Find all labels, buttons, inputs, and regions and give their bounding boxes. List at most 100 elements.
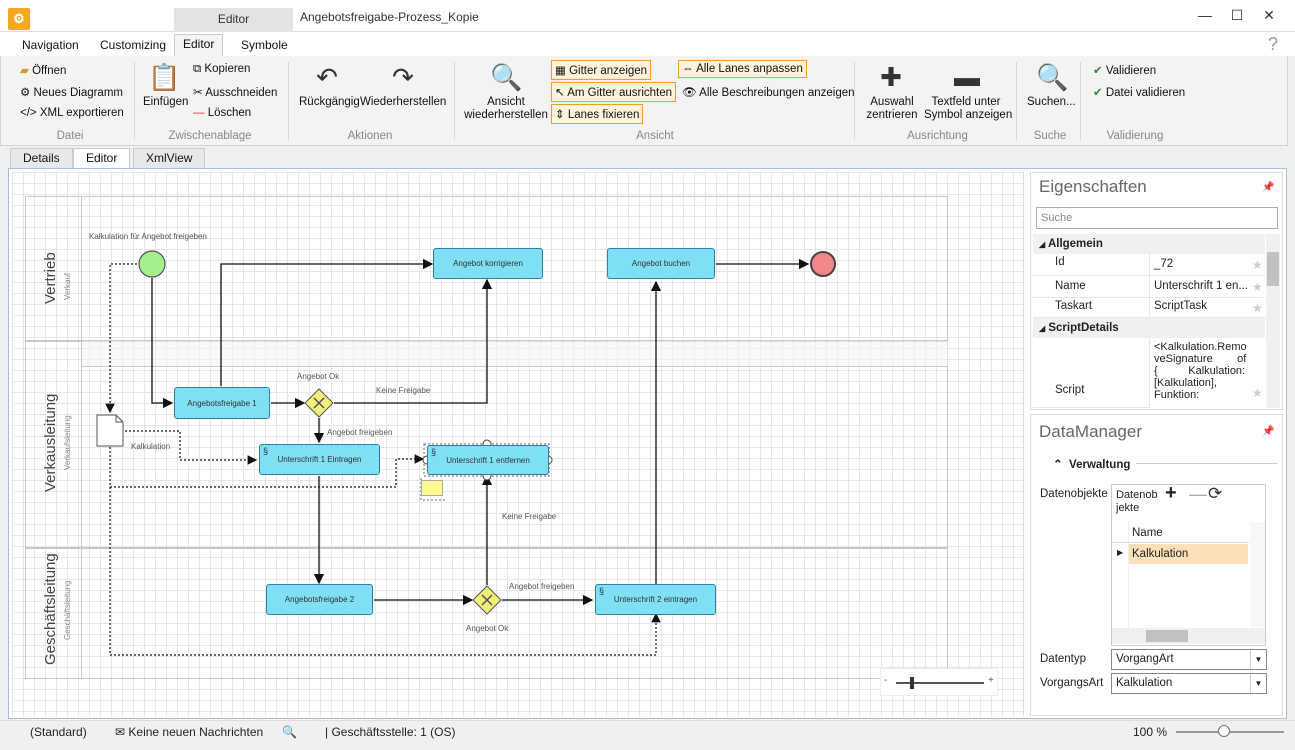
connections-layer <box>96 250 836 656</box>
grid-column-name[interactable]: Name <box>1132 527 1163 539</box>
remove-icon[interactable]: — <box>1189 484 1207 504</box>
branch-status: | Geschäftsstelle: 1 (OS) <box>325 725 456 739</box>
messages-status[interactable]: ✉ Keine neuen Nachrichten <box>115 725 264 739</box>
minimize-icon[interactable]: — <box>1198 7 1212 23</box>
show-descriptions-button[interactable]: 👁 Alle Beschreibungen anzeigen <box>682 87 855 99</box>
undo-button[interactable]: Rückgängig <box>299 96 360 108</box>
add-icon[interactable]: + <box>1165 482 1177 504</box>
pin-icon[interactable]: 📌 <box>1262 182 1275 193</box>
star-icon[interactable]: ★ <box>1252 386 1263 400</box>
tab-xmlview[interactable]: XmlView <box>133 148 206 169</box>
copy-button[interactable]: ⧉ Kopieren <box>193 63 251 75</box>
folder-icon: ▰ <box>20 65 29 77</box>
flow-line <box>334 278 493 404</box>
flow-label: Keine Freigabe <box>376 386 431 395</box>
task-angebot-korrigieren[interactable]: Angebot korrigieren <box>433 248 543 279</box>
search-icon: 🔍 <box>1036 62 1069 92</box>
properties-scrollbar-thumb[interactable] <box>1267 252 1279 286</box>
star-icon[interactable]: ★ <box>1252 258 1263 272</box>
ribbon-separator <box>134 62 135 140</box>
zoom-level: 100 % <box>1133 725 1168 739</box>
flow-label: Keine Freigabe <box>502 512 557 521</box>
new-diagram-button[interactable]: ⚙ Neues Diagramm <box>20 87 123 99</box>
property-key: Id <box>1033 254 1149 276</box>
tab-navigation[interactable]: Navigation <box>22 38 79 52</box>
show-grid-toggle[interactable]: ▦ Gitter anzeigen <box>551 60 652 80</box>
task-unterschrift-2-eintragen[interactable]: §Unterschrift 2 eintragen <box>595 584 716 615</box>
grid-hscrollbar-thumb[interactable] <box>1146 630 1188 642</box>
task-angebotsfreigabe-2[interactable]: Angebotsfreigabe 2 <box>266 584 373 615</box>
delete-icon: — <box>193 107 205 119</box>
validate-button[interactable]: ✔ Validieren <box>1093 65 1157 77</box>
datatype-label: Datentyp <box>1040 653 1087 665</box>
property-value-name[interactable]: Unterschrift 1 en... <box>1149 276 1265 298</box>
grid-hscrollbar[interactable] <box>1112 628 1265 644</box>
close-icon[interactable]: ✕ <box>1263 7 1275 23</box>
zoom-plus-button[interactable]: + <box>988 675 994 686</box>
task-unterschrift-1-entfernen[interactable]: §Unterschrift 1 entfernen <box>427 445 549 475</box>
property-value-id[interactable]: _72 <box>1149 254 1265 276</box>
grid-row[interactable]: Kalkulation <box>1129 544 1248 564</box>
open-button[interactable]: ▰ Öffnen <box>20 65 67 77</box>
ribbon-separator <box>1016 62 1017 140</box>
status-search-icon[interactable]: 🔍 <box>282 725 297 739</box>
task-angebot-buchen[interactable]: Angebot buchen <box>607 248 715 279</box>
tab-editor[interactable]: Editor <box>174 34 224 56</box>
zoom-restore-icon: 🔍 <box>490 62 523 92</box>
search-button[interactable]: Suchen... <box>1027 96 1076 108</box>
snap-to-grid-toggle[interactable]: ↖ Am Gitter ausrichten <box>551 82 677 102</box>
maximize-icon[interactable]: ☐ <box>1230 7 1244 23</box>
cursor-icon: ↖ <box>555 87 565 99</box>
tab-customizing[interactable]: Customizing <box>100 38 167 52</box>
group-label-search: Suche <box>1033 130 1067 142</box>
window-title: Angebotsfreigabe-Prozess_Kopie <box>300 10 479 24</box>
xml-export-button[interactable]: </> XML exportieren <box>20 107 124 119</box>
grid-icon: ▦ <box>555 65 566 77</box>
property-group-general[interactable]: ◢ Allgemein <box>1033 234 1265 254</box>
group-label-actions: Aktionen <box>347 130 393 142</box>
grid-vscrollbar[interactable] <box>1250 522 1265 627</box>
group-label-datei: Datei <box>56 130 84 142</box>
chevron-down-icon: ▼ <box>1250 650 1266 669</box>
property-group-script[interactable]: ◢ ScriptDetails <box>1033 318 1265 338</box>
delete-button[interactable]: — Löschen <box>193 107 252 119</box>
script-icon: § <box>263 446 269 456</box>
scissors-icon: ✂ <box>193 87 203 99</box>
lane-divider <box>82 341 948 367</box>
status-zoom-thumb[interactable] <box>1218 725 1230 737</box>
star-icon[interactable]: ★ <box>1252 280 1263 294</box>
zoom-thumb[interactable] <box>910 677 914 689</box>
group-label-view: Ansicht <box>636 130 674 142</box>
data-association <box>125 430 258 465</box>
refresh-icon[interactable]: ⟳ <box>1208 484 1223 503</box>
redo-button[interactable]: Wiederherstellen <box>360 96 447 108</box>
status-zoom-track[interactable] <box>1176 731 1284 733</box>
properties-search-input[interactable]: Suche <box>1036 207 1278 229</box>
text-annotation[interactable] <box>421 480 443 496</box>
datatype-select[interactable]: VorgangArt▼ <box>1111 649 1267 670</box>
star-icon[interactable]: ★ <box>1252 301 1263 315</box>
validate-file-button[interactable]: ✔ Datei validieren <box>1093 87 1186 99</box>
context-tab-editor: Editor <box>174 8 293 32</box>
property-value-script[interactable]: <Kalkulation.Remo veSignature of { Kalku… <box>1149 338 1265 408</box>
help-icon[interactable]: ? <box>1268 34 1279 54</box>
property-value-taskart[interactable]: ScriptTask <box>1149 298 1265 318</box>
tab-symbole[interactable]: Symbole <box>241 38 288 52</box>
fix-lanes-toggle[interactable]: ⇕ Lanes fixieren <box>551 104 644 124</box>
tab-editor-doc[interactable]: Editor <box>73 148 131 169</box>
pin-icon[interactable]: 📌 <box>1262 426 1275 437</box>
kind-select[interactable]: Kalkulation▼ <box>1111 673 1267 694</box>
paste-button[interactable]: Einfügen <box>143 96 189 108</box>
datamanager-title: DataManager <box>1039 422 1143 441</box>
zoom-minus-button[interactable]: - <box>884 675 888 686</box>
task-angebotsfreigabe-1[interactable]: Angebotsfreigabe 1 <box>174 387 270 419</box>
center-selection-icon: ✚ <box>880 62 902 92</box>
task-unterschrift-1-eintragen[interactable]: §Unterschrift 1 Eintragen <box>259 444 380 475</box>
fit-lanes-button[interactable]: ⇔ Alle Lanes anpassen <box>678 60 807 78</box>
cut-button[interactable]: ✂ Ausschneiden <box>193 87 278 99</box>
section-verwaltung[interactable]: ⌃ Verwaltung <box>1053 459 1131 471</box>
status-bar <box>0 720 1295 750</box>
